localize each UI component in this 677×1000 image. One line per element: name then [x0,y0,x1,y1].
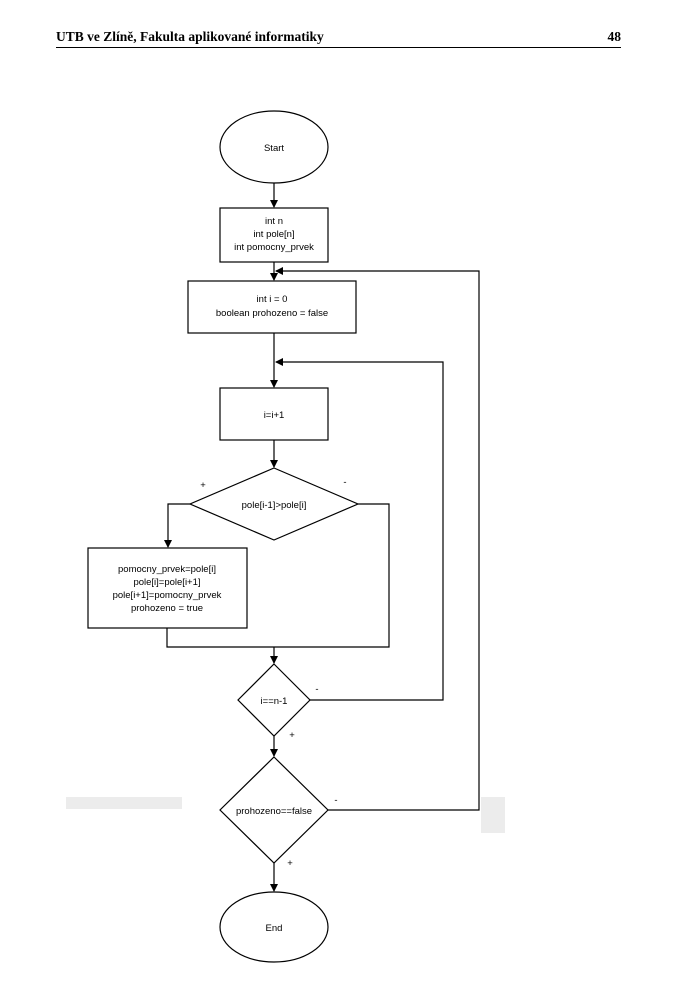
edge-compare-no-merge [274,503,390,648]
compare-yes-label: + [200,480,206,491]
edge-compare-yes-swap [164,503,190,548]
swap-line: pole[i]=pole[i+1] [133,577,200,588]
increment-label: i=i+1 [264,410,285,421]
loop-check-yes-label: + [289,730,295,741]
declaration-line: int pole[n] [253,229,294,240]
start-label: Start [264,143,284,154]
init-line: int i = 0 [257,294,288,305]
compare-label: pole[i-1]>pole[i] [242,500,307,511]
compare-decision [188,467,360,541]
increment-box [219,387,329,441]
end-label: End [266,923,283,934]
init-line: boolean prohozeno = false [216,308,328,319]
swapped-check-label: prohozeno==false [236,806,312,817]
swap-line: pole[i+1]=pomocny_prvek [113,590,222,601]
declaration-line: int n [265,216,283,227]
page-header: UTB ve Zlíně, Fakulta aplikované informa… [56,27,621,48]
scan-shade [481,797,505,833]
swapped-check-yes-label: + [287,858,293,869]
swap-line: pomocny_prvek=pole[i] [118,564,216,575]
edge-swap-merge [166,628,274,648]
loop-check-no-label: - [315,684,318,695]
init-box [187,280,357,334]
page-number: 48 [607,29,622,44]
loop-check-label: i==n-1 [261,696,288,707]
edge-loopcheck-no-back [275,358,444,701]
swapped-check-no-label: - [334,795,337,806]
header-title: UTB ve Zlíně, Fakulta aplikované informa… [56,29,324,44]
edge-swappedcheck-no-back [275,267,480,811]
declarations-box [219,207,329,263]
scan-shade [66,797,182,809]
declaration-line: int pomocny_prvek [234,242,314,253]
swap-line: prohozeno = true [131,603,203,614]
end-node [219,891,329,963]
compare-no-label: - [343,477,346,488]
swap-box [87,547,248,629]
